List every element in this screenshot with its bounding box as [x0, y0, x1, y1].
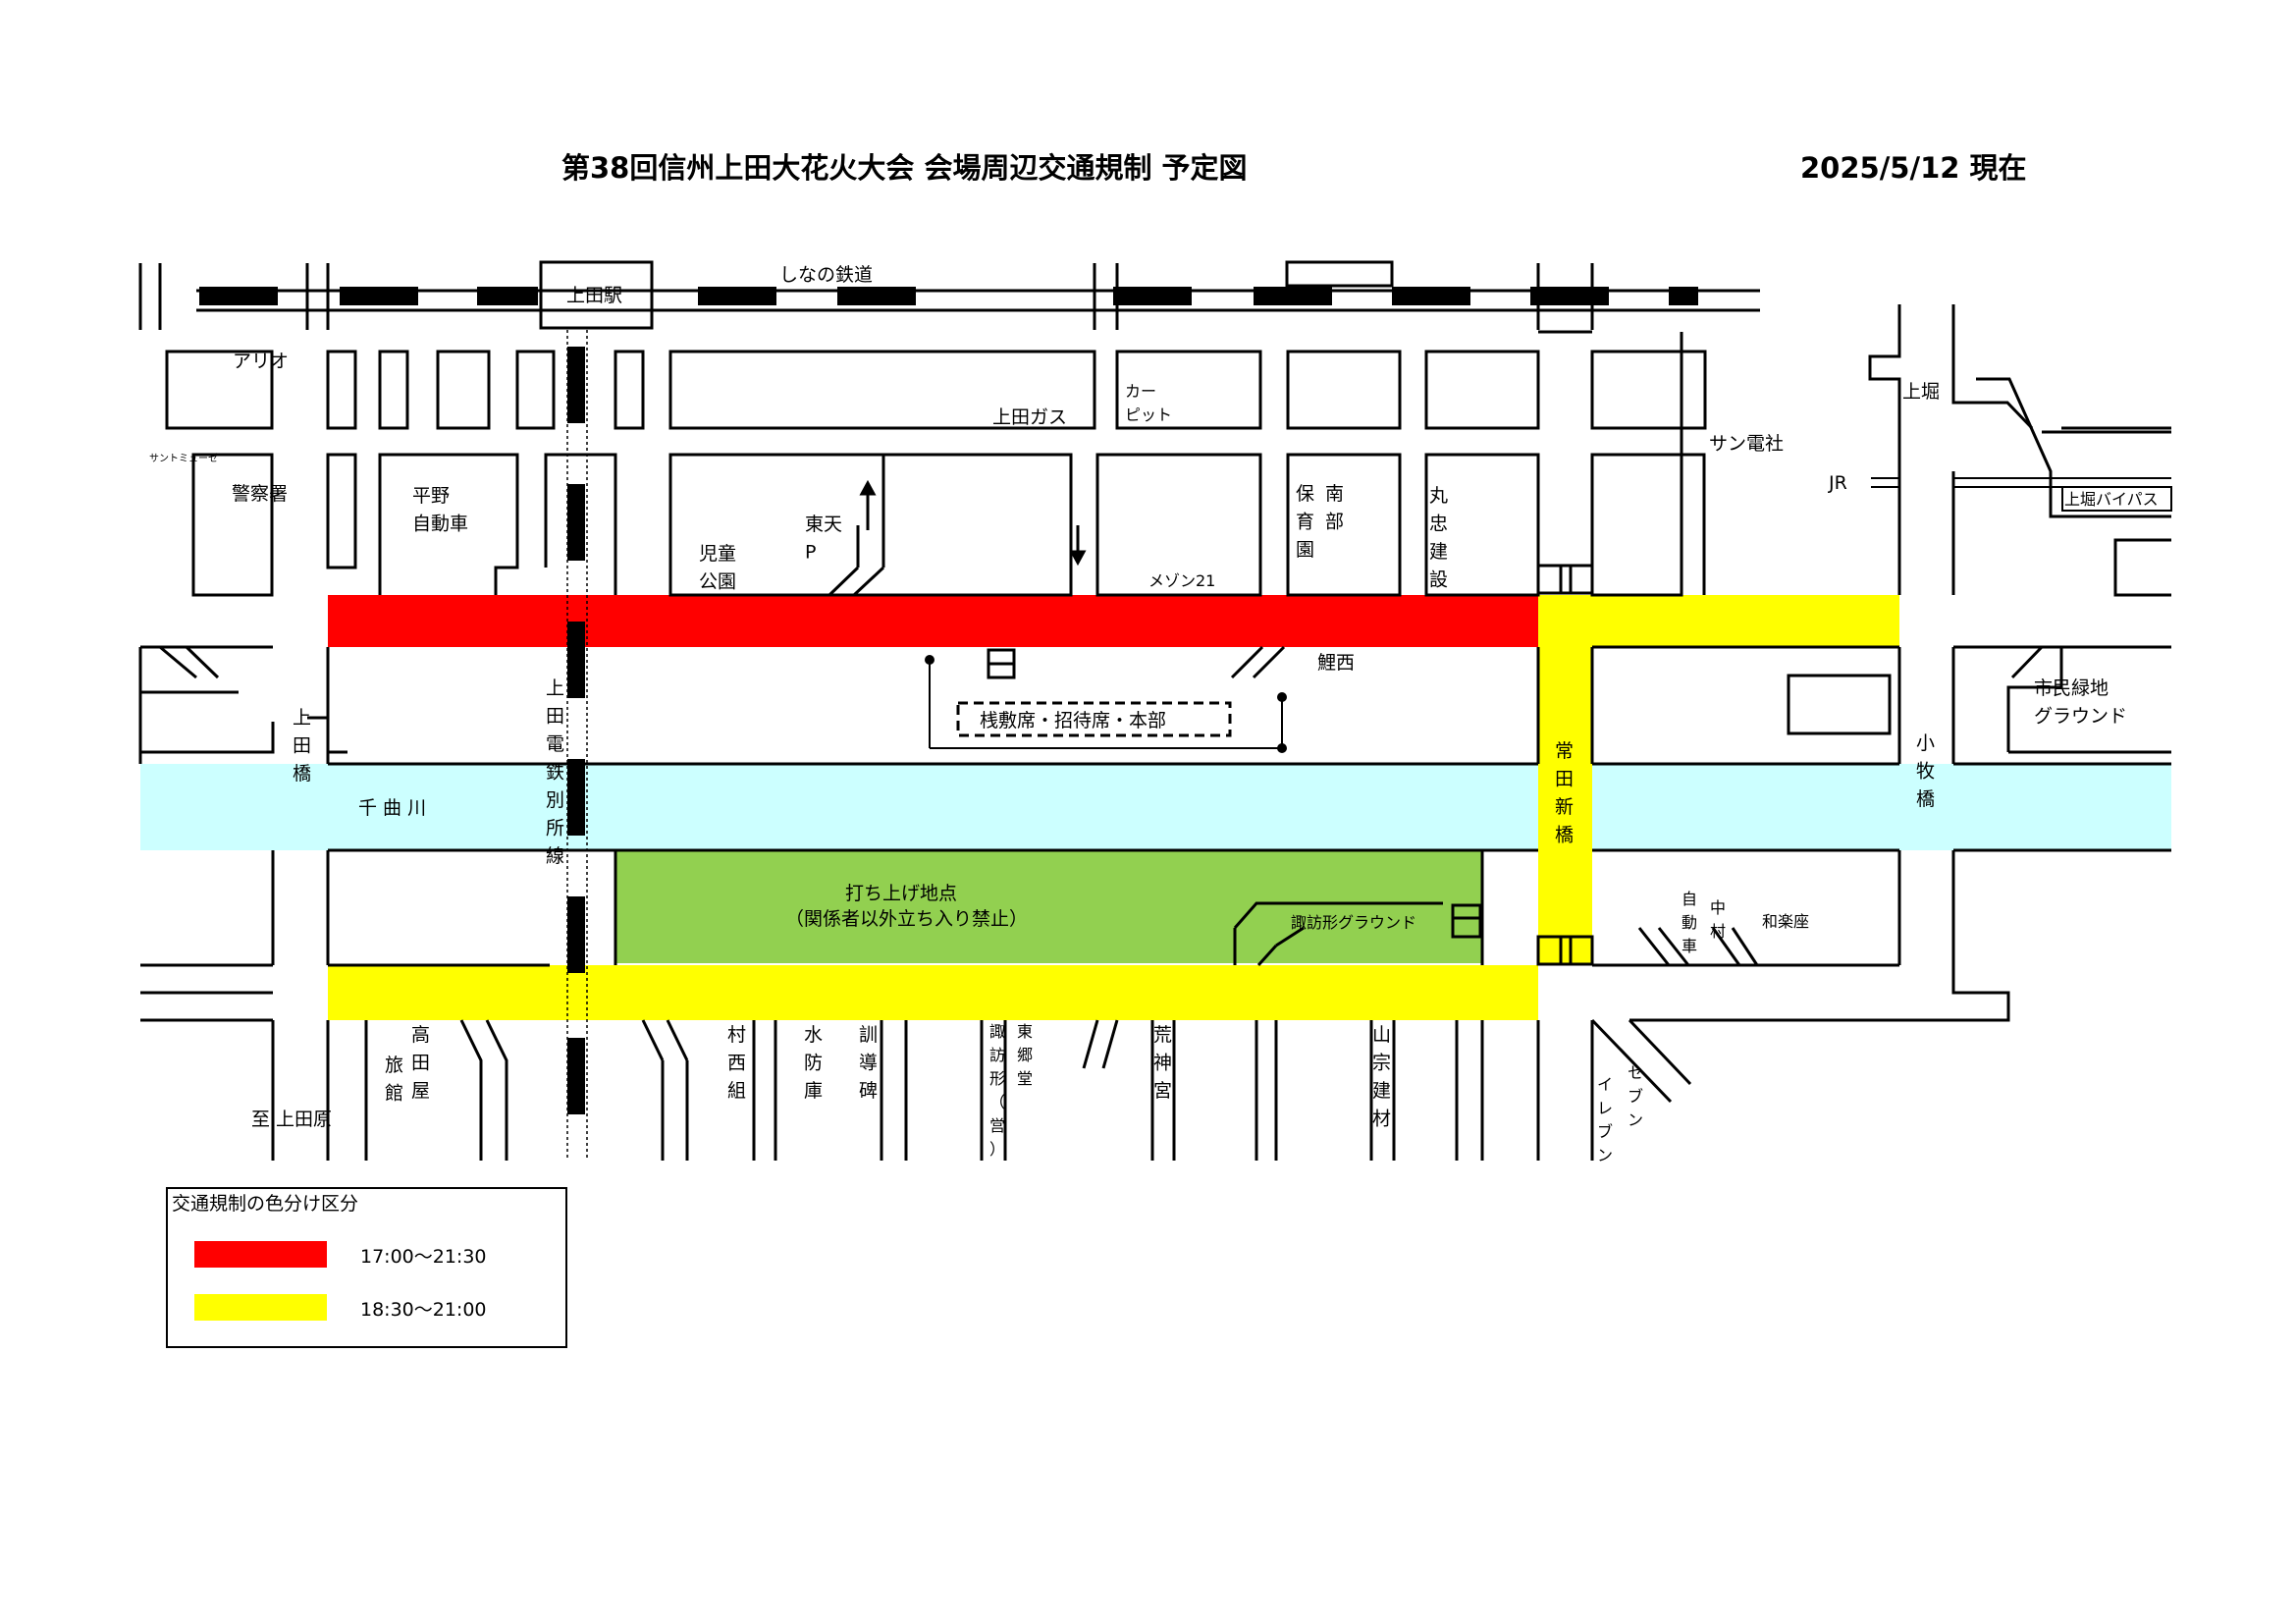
label-togo: 東郷堂 [1017, 1022, 1033, 1088]
legend-swatch-yellow [194, 1294, 327, 1321]
label-tokida-bridge: 常田新橋 [1555, 740, 1574, 846]
label-to-uedahara: 至 上田原 [251, 1109, 332, 1130]
launch-area [615, 850, 1482, 963]
legend-label-red: 17:00～21:30 [360, 1246, 487, 1268]
label-marutada: 丸忠建設 [1429, 485, 1448, 591]
label-jr: JR [1828, 472, 1847, 494]
label-suwagata-mae: 諏訪形（営） [989, 1022, 1005, 1159]
label-eleven: イレブン [1597, 1075, 1613, 1164]
label-muranishi: 村西組 [727, 1024, 746, 1102]
label-dentetsu: 上田電鉄別所線 [546, 677, 564, 867]
label-seats: 桟敷席・招待席・本部 [980, 710, 1166, 731]
label-araga: 荒神宮 [1153, 1024, 1172, 1102]
label-nakamura-auto: 自動車 [1682, 890, 1697, 955]
label-maison: メゾン21 [1148, 571, 1215, 590]
label-chikuma: 千 曲 川 [358, 797, 426, 819]
label-ario: アリオ [233, 351, 289, 372]
yellow-restricted-road-south [328, 965, 1538, 1020]
red-restricted-road [328, 595, 1538, 647]
label-kamibori-bypass: 上堀バイパス [2064, 490, 2159, 509]
dentetsu-railway [566, 330, 588, 1161]
yellow-restricted-bridge [1538, 595, 1592, 965]
label-hirano: 平野自動車 [412, 485, 468, 535]
label-car-pit: カーピット [1125, 382, 1172, 424]
page-title: 第38回信州上田大花火大会 会場周辺交通規制 予定図 [561, 151, 1248, 185]
legend: 交通規制の色分け区分 17:00～21:30 18:30～21:00 [166, 1187, 567, 1348]
label-park: 児童公園 [699, 543, 736, 593]
label-station: 上田駅 [566, 285, 622, 306]
label-santo-museum: サントミューゼ [149, 453, 218, 464]
label-ryokan: 旅館 [385, 1055, 403, 1105]
label-launch-2: （関係者以外立ち入り禁止） [785, 908, 1028, 930]
label-nakamura: 中村 [1710, 898, 1726, 941]
label-warakuza: 和楽座 [1762, 912, 1809, 931]
label-launch-1: 打ち上げ地点 [845, 883, 957, 904]
shinano-railway [196, 287, 1760, 312]
label-seven: セブン [1628, 1063, 1643, 1129]
label-kundo: 訓導碑 [859, 1024, 878, 1102]
seats-box [925, 655, 1287, 753]
label-nanbu: 南部 [1325, 483, 1344, 533]
label-suibo: 水防庫 [804, 1024, 823, 1102]
legend-swatch-red [194, 1241, 327, 1268]
legend-title: 交通規制の色分け区分 [172, 1193, 358, 1215]
legend-label-yellow: 18:30～21:00 [360, 1299, 487, 1321]
date-label: 2025/5/12 現在 [1800, 151, 2027, 185]
label-police: 警察署 [232, 483, 288, 505]
label-nursery: 保育園 [1296, 483, 1314, 561]
label-kamibori: 上堀 [1902, 381, 1940, 403]
label-ueda-bridge: 上田橋 [293, 707, 311, 785]
label-san-denki: サン電社 [1709, 433, 1784, 455]
label-ueda-gas: 上田ガス [992, 406, 1067, 428]
label-railway: しなの鉄道 [779, 264, 873, 286]
label-takada: 高田屋 [411, 1024, 430, 1102]
label-shimin: 市民緑地グラウンド [2034, 677, 2127, 728]
label-yamamune: 山宗建材 [1372, 1024, 1391, 1130]
label-suwagata: 諏訪形グラウンド [1291, 913, 1416, 932]
label-koinishi: 鯉西 [1317, 652, 1355, 674]
ueda-station-box [539, 260, 654, 330]
label-komaki-bridge: 小牧橋 [1916, 732, 1935, 810]
river-chikuma [140, 764, 2171, 850]
yellow-restricted-road-east [1538, 595, 1899, 647]
